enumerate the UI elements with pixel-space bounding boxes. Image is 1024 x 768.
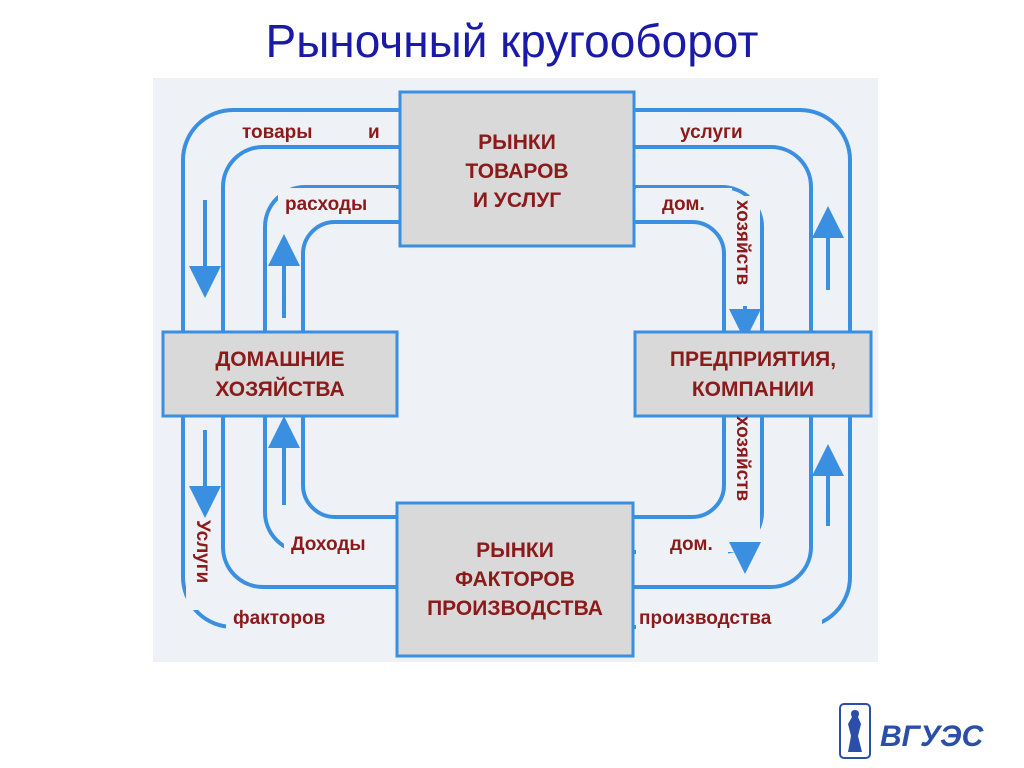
box-goods-market-rect bbox=[398, 90, 636, 248]
gap-expenses bbox=[278, 188, 396, 216]
university-logo: ВГУЭС bbox=[839, 703, 985, 759]
gap-households-right-top bbox=[728, 196, 760, 314]
box-goods-market-line1: РЫНКИ bbox=[478, 131, 556, 154]
logo-text: ВГУЭС bbox=[880, 720, 985, 753]
box-firms-line2: КОМПАНИИ bbox=[692, 378, 814, 401]
flow-label-services-top: услуги bbox=[680, 122, 743, 143]
box-factor-market-line1: РЫНКИ bbox=[476, 539, 554, 562]
flow-label-goods: товары bbox=[242, 122, 313, 143]
flow-label-services-left: Услуги bbox=[192, 520, 213, 583]
gap-production bbox=[636, 602, 822, 632]
box-households-line2: ХОЗЯЙСТВА bbox=[215, 377, 344, 401]
gap-households-right-bottom bbox=[728, 412, 760, 552]
gap-goods bbox=[236, 115, 396, 145]
box-firms-line1: ПРЕДПРИЯТИЯ, bbox=[670, 348, 836, 371]
box-goods-market: РЫНКИ ТОВАРОВ И УСЛУГ bbox=[398, 90, 636, 248]
flow-label-households-right-top: хозяйств bbox=[732, 200, 753, 285]
flow-arrows bbox=[189, 200, 844, 574]
gap-factors bbox=[226, 602, 396, 632]
flow-label-production: производства bbox=[639, 608, 772, 629]
flow-label-income: Доходы bbox=[291, 534, 366, 555]
flow-label-dom-top: дом. bbox=[662, 194, 705, 215]
box-factor-market-line3: ПРОИЗВОДСТВА bbox=[427, 597, 603, 620]
box-factor-market-line2: ФАКТОРОВ bbox=[455, 568, 575, 591]
gap-services-left bbox=[186, 515, 220, 610]
gap-dom-top bbox=[636, 188, 732, 216]
box-firms: ПРЕДПРИЯТИЯ, КОМПАНИИ bbox=[633, 330, 873, 418]
box-goods-market-line3: И УСЛУГ bbox=[473, 189, 561, 212]
flow-label-factors: факторов bbox=[233, 608, 325, 629]
flow-label-households-right-bottom: хозяйств bbox=[732, 416, 753, 501]
box-factor-market-rect bbox=[395, 501, 635, 658]
gap-income bbox=[284, 528, 396, 556]
box-households: ДОМАШНИЕ ХОЗЯЙСТВА bbox=[161, 330, 399, 418]
statue-icon bbox=[839, 703, 871, 759]
gap-dom-bottom bbox=[636, 528, 728, 556]
slide-title: Рыночный кругооборот bbox=[265, 15, 759, 67]
gap-services-top bbox=[636, 115, 766, 145]
box-households-line1: ДОМАШНИЕ bbox=[215, 348, 344, 371]
flow-label-expenses: расходы bbox=[285, 194, 367, 215]
flow-label-dom-bottom: дом. bbox=[670, 534, 713, 555]
flow-label-and: и bbox=[368, 122, 380, 143]
box-goods-market-line2: ТОВАРОВ bbox=[465, 160, 568, 183]
box-firms-rect bbox=[633, 330, 873, 418]
box-factor-market: РЫНКИ ФАКТОРОВ ПРОИЗВОДСТВА bbox=[395, 501, 635, 658]
box-households-rect bbox=[161, 330, 399, 418]
